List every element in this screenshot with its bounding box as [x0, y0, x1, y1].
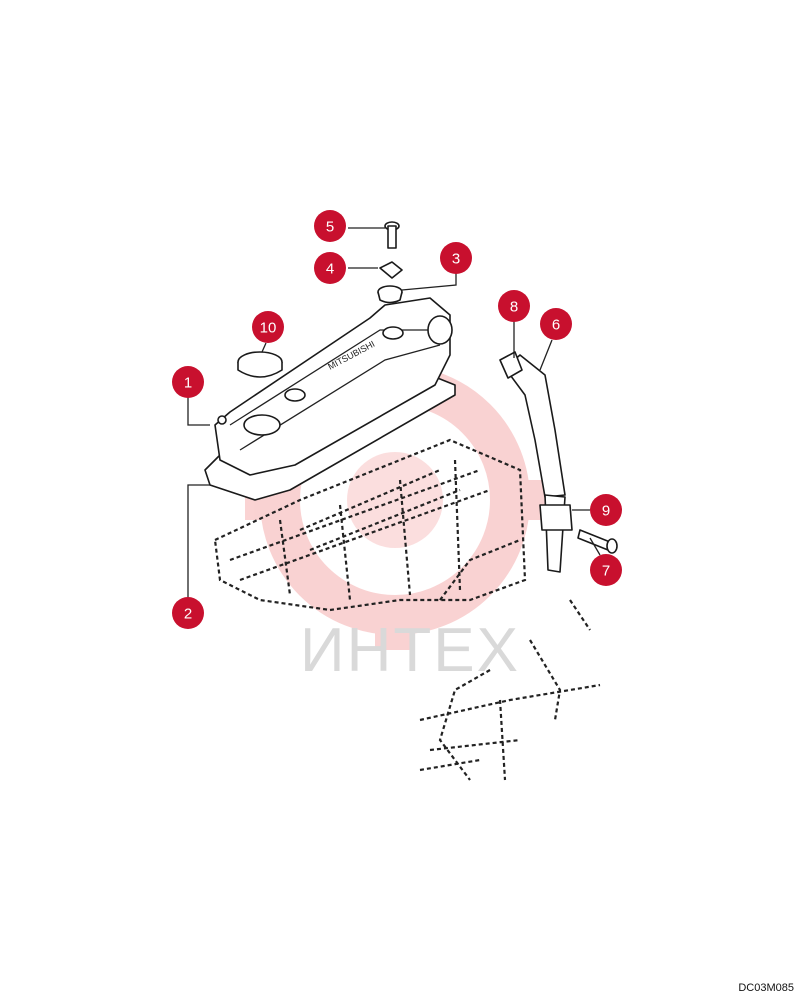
callout-8: 8	[498, 290, 530, 322]
watermark-text: ИНТЕХ	[300, 616, 520, 685]
drawing-code: DC03M085	[738, 982, 794, 994]
callout-7: 7	[590, 554, 622, 586]
callout-5: 5	[314, 210, 346, 242]
callout-9-label: 9	[602, 503, 610, 520]
grommet	[377, 285, 403, 304]
callout-6: 6	[540, 308, 572, 340]
callout-10: 10	[252, 311, 284, 343]
hose-clamp-upper	[499, 351, 523, 379]
callout-4: 4	[314, 252, 346, 284]
callout-4-label: 4	[326, 261, 334, 278]
callout-10-label: 10	[260, 320, 277, 337]
leader-lines	[187, 227, 601, 598]
callout-7-label: 7	[602, 563, 610, 580]
callout-5-label: 5	[326, 219, 334, 236]
lower-engine-outline	[419, 599, 601, 781]
callout-2-label: 2	[184, 606, 192, 623]
callout-1: 1	[172, 366, 204, 398]
engine-block	[213, 438, 527, 612]
callout-3: 3	[440, 242, 472, 274]
seal-washer	[379, 261, 403, 279]
callout-8-label: 8	[510, 299, 518, 316]
callout-6-label: 6	[552, 317, 560, 334]
breather-hose	[504, 354, 566, 498]
callout-1-label: 1	[184, 375, 192, 392]
oil-filler-cap	[237, 351, 283, 378]
callout-2: 2	[172, 597, 204, 629]
callout-9: 9	[590, 494, 622, 526]
callout-3-label: 3	[452, 251, 460, 268]
rocker-cover: MITSUBISHI	[214, 297, 453, 476]
bolt-side	[577, 529, 618, 554]
bolt-top	[384, 221, 400, 249]
hose-clamp-lower	[539, 504, 573, 531]
